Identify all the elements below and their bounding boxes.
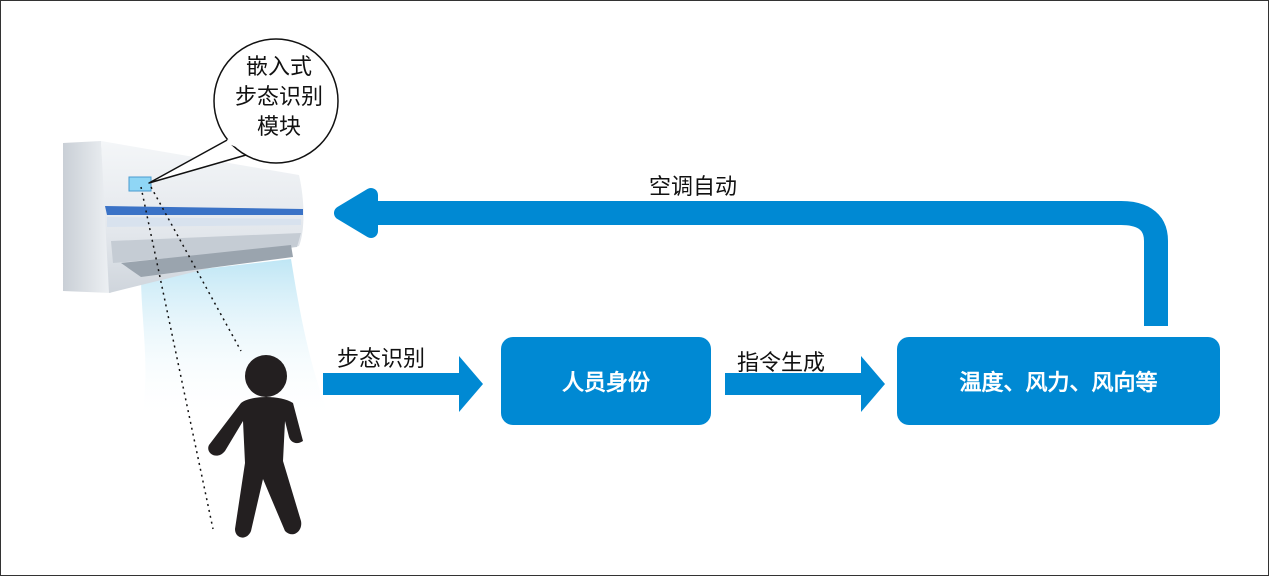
feedback-label: 空调自动 bbox=[649, 175, 738, 200]
callout-line: 模块 bbox=[256, 115, 301, 140]
callout-line: 嵌入式 bbox=[245, 55, 312, 80]
settings-box-label: 温度、风力、风向等 bbox=[959, 371, 1158, 396]
settings-box: 温度、风力、风向等 bbox=[897, 337, 1220, 425]
step2-label: 指令生成 bbox=[737, 351, 826, 376]
walking-person-icon bbox=[208, 355, 303, 538]
sensing-line-right bbox=[150, 186, 242, 352]
identity-box-label: 人员身份 bbox=[561, 371, 650, 396]
step2-arrow bbox=[725, 356, 885, 412]
feedback-arrow-head bbox=[334, 188, 378, 238]
callout-text: 嵌入式 步态识别 模块 bbox=[219, 53, 339, 143]
callout-bubble bbox=[148, 38, 339, 184]
callout-line: 步态识别 bbox=[234, 85, 323, 110]
air-conditioner-icon bbox=[63, 141, 304, 293]
step1-arrow bbox=[323, 356, 483, 412]
feedback-arrow bbox=[366, 201, 1168, 326]
identity-box: 人员身份 bbox=[501, 337, 711, 425]
sensing-line-left bbox=[140, 186, 214, 530]
airflow-cone bbox=[141, 259, 331, 421]
step1-label: 步态识别 bbox=[337, 347, 426, 372]
